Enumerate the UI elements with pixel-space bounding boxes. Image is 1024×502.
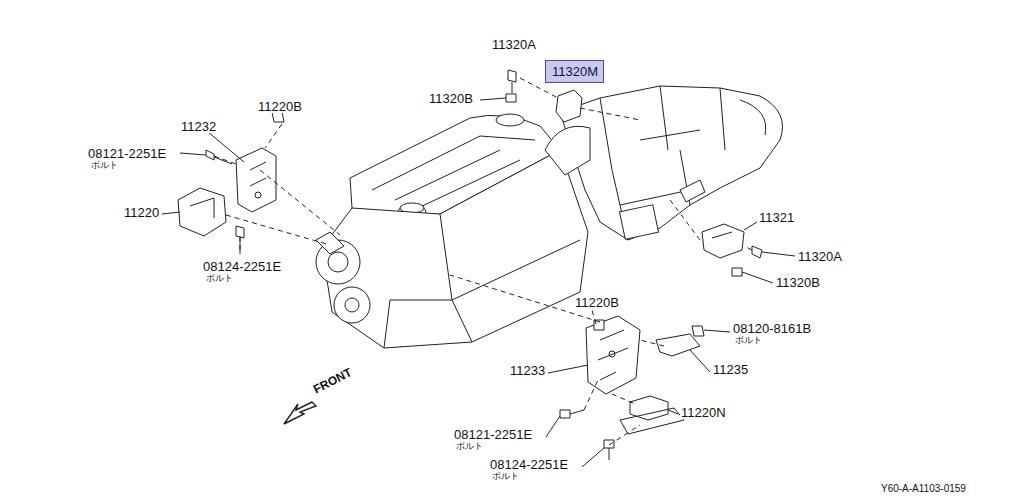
callout-number: 11320A bbox=[491, 38, 537, 51]
highlighted-part-box: 11320M bbox=[545, 60, 604, 83]
callout-number: 11235 bbox=[712, 363, 749, 376]
callout-number: 11220B bbox=[574, 296, 620, 309]
bolt-note: ボルト bbox=[455, 442, 484, 451]
callout-number: 08124-2251E bbox=[489, 458, 569, 471]
callout-number: 11232 bbox=[180, 120, 217, 133]
callout-number: 08124-2251E bbox=[202, 260, 282, 273]
drawing-code: Y60-A-A1103-0159 bbox=[880, 484, 967, 494]
callout-number: 11320B bbox=[775, 276, 821, 289]
callout-number: 11321 bbox=[758, 211, 795, 224]
part-number: 11320M bbox=[552, 64, 598, 79]
bolt-note: ボルト bbox=[491, 472, 520, 481]
direction-label: FRONT bbox=[311, 366, 355, 396]
bolt-note: ボルト bbox=[90, 161, 119, 170]
callout-number: 08120-8161B bbox=[732, 322, 812, 335]
callout-number: 11220 bbox=[123, 206, 160, 219]
callout-number: 11220B bbox=[257, 100, 303, 113]
callout-number: 11233 bbox=[509, 364, 546, 377]
callout-number: 11220N bbox=[680, 406, 727, 419]
callout-number: 11320A bbox=[797, 250, 843, 263]
callout-number: 11320B bbox=[428, 92, 474, 105]
callout-number: 08121-2251E bbox=[87, 147, 167, 160]
callout-number: 08121-2251E bbox=[453, 428, 533, 441]
bolt-note: ボルト bbox=[734, 336, 763, 345]
bolt-note: ボルト bbox=[205, 274, 234, 283]
